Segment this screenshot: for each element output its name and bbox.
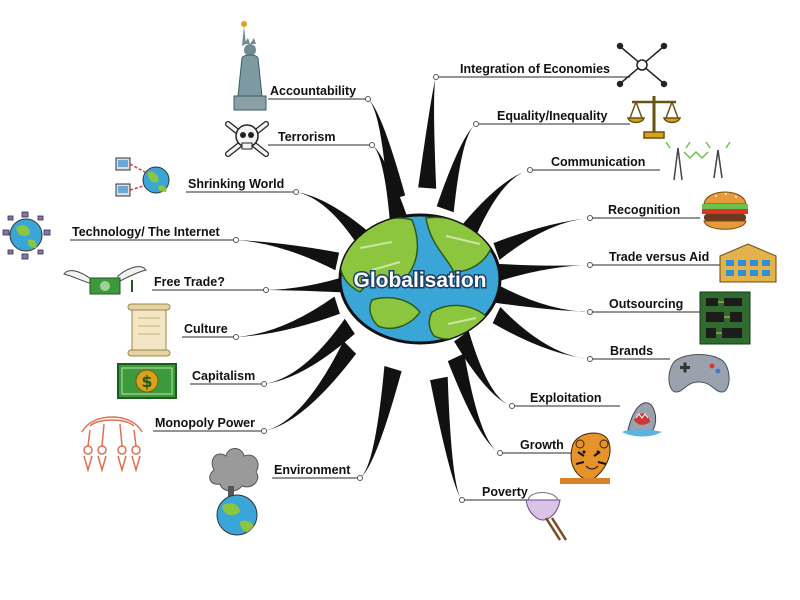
- branch-node: [263, 287, 269, 293]
- branch-node: [527, 167, 533, 173]
- branch-label-free-trade[interactable]: Free Trade?: [154, 275, 225, 289]
- branch-connector: [368, 99, 406, 201]
- branch-node: [587, 356, 593, 362]
- branch-node: [357, 475, 363, 481]
- branch-connector: [360, 366, 402, 478]
- branch-connector: [494, 285, 590, 312]
- branch-label-exploitation[interactable]: Exploitation: [530, 391, 602, 405]
- statue-of-liberty-icon: [233, 21, 267, 111]
- branch-connector: [266, 275, 352, 293]
- radio-towers-icon: [665, 141, 731, 181]
- branch-connector: [463, 170, 530, 237]
- networked-computers-globe-icon: [115, 157, 170, 197]
- branch-connector: [296, 192, 370, 248]
- branch-node: [587, 262, 593, 268]
- branch-label-trade-versus-aid[interactable]: Trade versus Aid: [609, 250, 709, 264]
- balance-scales-icon: [626, 96, 682, 139]
- game-controller-icon: [668, 354, 730, 393]
- branch-label-capitalism[interactable]: Capitalism: [192, 369, 255, 383]
- branch-node: [261, 381, 267, 387]
- branch-label-technology-the-internet[interactable]: Technology/ The Internet: [72, 225, 221, 239]
- branch-node: [293, 189, 299, 195]
- winged-money-icon: [63, 266, 147, 295]
- hamburger-icon: [702, 191, 748, 230]
- branch-label-recognition[interactable]: Recognition: [608, 203, 680, 217]
- branch-label-growth[interactable]: Growth: [520, 438, 564, 452]
- rice-bowl-icon: [525, 492, 568, 541]
- branch-connector: [436, 124, 476, 213]
- branch-label-shrinking-world[interactable]: Shrinking World: [188, 177, 284, 191]
- branch-label-brands[interactable]: Brands: [610, 344, 653, 358]
- branch-label-terrorism[interactable]: Terrorism: [278, 130, 335, 144]
- circuit-board-icon: [699, 291, 751, 345]
- office-building-icon: [719, 243, 777, 283]
- compass-rose-icon: [616, 42, 668, 88]
- branch-label-accountability[interactable]: Accountability: [270, 84, 356, 98]
- branch-node: [261, 428, 267, 434]
- branch-label-poverty[interactable]: Poverty: [482, 485, 528, 499]
- branch-node: [233, 334, 239, 340]
- branch-node: [509, 403, 515, 409]
- branch-connector: [492, 306, 590, 359]
- branch-connector: [372, 145, 407, 222]
- dollar-bill-icon: $: [117, 363, 177, 399]
- scroll-icon: [127, 303, 171, 357]
- branch-connector: [493, 218, 590, 260]
- branch-label-communication[interactable]: Communication: [551, 155, 645, 169]
- branch-label-monopoly-power[interactable]: Monopoly Power: [155, 416, 255, 430]
- branch-node: [587, 215, 593, 221]
- puppet-master-icon: [81, 416, 143, 473]
- branch-connector: [264, 318, 355, 384]
- branch-node: [473, 121, 479, 127]
- skull-crossbones-icon: [225, 121, 269, 157]
- branch-node: [497, 450, 503, 456]
- branch-label-environment[interactable]: Environment: [274, 463, 351, 477]
- branch-node: [433, 74, 439, 80]
- networked-globe-icon: [2, 211, 51, 260]
- branch-connector: [454, 330, 512, 406]
- branch-label-outsourcing[interactable]: Outsourcing: [609, 297, 683, 311]
- branch-node: [459, 497, 465, 503]
- shark-icon: [622, 402, 662, 437]
- branch-label-equality-inequality[interactable]: Equality/Inequality: [497, 109, 607, 123]
- branch-connector: [447, 353, 500, 453]
- branch-connector: [430, 376, 462, 500]
- tiger-icon: [560, 432, 611, 484]
- svg-text:$: $: [141, 372, 152, 391]
- branch-label-integration-of-economies[interactable]: Integration of Economies: [460, 62, 610, 76]
- branch-node: [233, 237, 239, 243]
- polluted-earth-icon: [209, 448, 259, 536]
- center-title: Globalisation: [353, 269, 486, 292]
- branch-connector: [495, 263, 590, 282]
- branch-connector: [236, 296, 340, 337]
- center-globe[interactable]: Globalisation: [338, 213, 502, 345]
- branch-node: [369, 142, 375, 148]
- branch-connector: [418, 77, 437, 189]
- branch-connector: [236, 240, 340, 271]
- branch-node: [587, 309, 593, 315]
- branch-node: [365, 96, 371, 102]
- branch-connector: [264, 341, 357, 431]
- branch-label-culture[interactable]: Culture: [184, 322, 228, 336]
